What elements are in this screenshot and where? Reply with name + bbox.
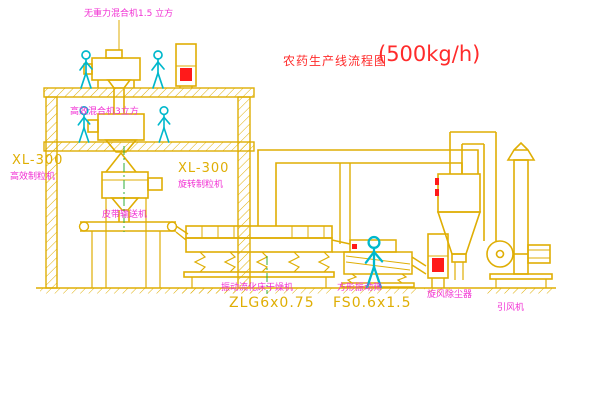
person-figure: [79, 50, 93, 89]
label-granulator-left-name: 高效制粒机: [10, 172, 56, 182]
label-fan: 引风机: [497, 303, 525, 313]
granulator: [101, 171, 163, 288]
building-structure: [43, 87, 255, 289]
label-roof-mixer: 无重力混合机1.5 立方: [84, 9, 174, 19]
person-figure: [364, 235, 384, 289]
control-cabinet-2: [427, 233, 449, 288]
label-granulator-left-model: XL-300: [12, 153, 64, 168]
label-floor-mixer: 高效混合机3立方: [70, 107, 139, 117]
screen-suction-duct: [339, 163, 351, 244]
vibrating-screen: [341, 239, 427, 288]
belt-conveyor: [78, 221, 189, 288]
label-belt-conveyor: 皮带输送机: [102, 210, 148, 220]
centerlines: [123, 146, 268, 294]
exhaust-duct: [257, 149, 479, 226]
label-dryer-name: 振动流化床干燥机: [221, 283, 294, 293]
label-cyclone: 旋风除尘器: [427, 290, 473, 300]
ground-line: [36, 287, 556, 294]
label-granulator-center-name: 旋转制粒机: [178, 180, 224, 190]
drawing-title-capacity: (500kg/h): [378, 42, 481, 66]
outlet-pipe: [449, 131, 497, 241]
label-screen-model: FS0.6x1.5: [333, 295, 412, 311]
roof-mixer: [83, 20, 141, 89]
drawing-title: 农药生产线流程图: [283, 54, 388, 68]
person-figure: [151, 50, 165, 89]
control-cabinet-1: [175, 43, 197, 88]
label-dryer-model: ZLG6x0.75: [229, 295, 315, 311]
fluid-bed-dryer: [183, 225, 351, 288]
label-screen-name: 方形振动筛: [337, 283, 383, 293]
floor-mixer: [87, 88, 145, 173]
label-granulator-center-model: XL-300: [178, 161, 230, 176]
induced-draft-fan: [486, 240, 553, 288]
exhaust-stack: [506, 141, 536, 275]
person-figure: [157, 106, 171, 143]
